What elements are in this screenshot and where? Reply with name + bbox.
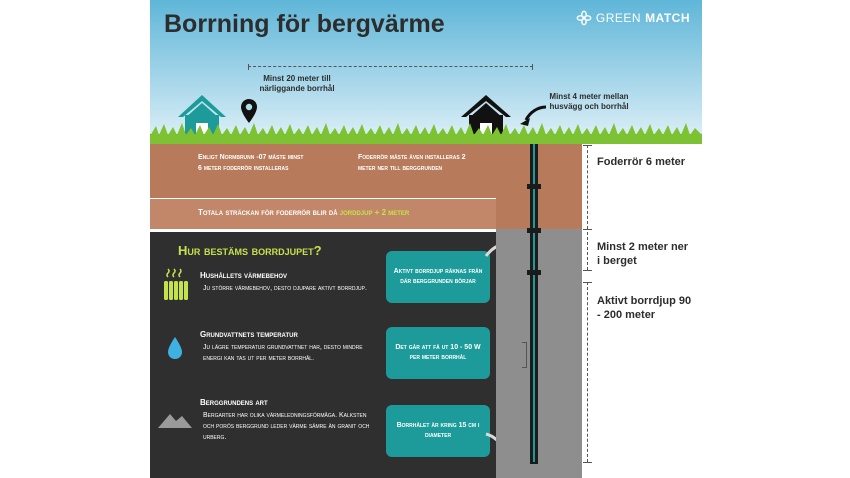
- curved-arrow-icon: [520, 105, 547, 126]
- factor-heating-title: Hushållets värmebehov: [200, 271, 288, 280]
- factor-groundwater-title: Grundvattnets temperatur: [200, 330, 298, 339]
- dimension-tick: [583, 282, 592, 283]
- house-distance-label: Minst 4 meter mellan husvägg och borrhål: [549, 92, 629, 111]
- pipe-clamp: [527, 228, 541, 233]
- grass-strip: [150, 123, 702, 144]
- total-casing-text: Totala sträckan för foderrör blir då jor…: [198, 208, 409, 217]
- bedrock-layer: [496, 229, 582, 478]
- mountain-icon: [158, 414, 192, 428]
- drill-depth-title: Hur bestäms borrdjupet?: [178, 243, 322, 258]
- total-casing-prefix: Totala sträckan för foderrör blir då: [198, 208, 338, 217]
- dimension-tick: [583, 270, 592, 271]
- water-drop-icon: [168, 337, 182, 359]
- callout-hole-diameter: Borrhålet är kring 15 cm i diameter: [386, 405, 490, 457]
- dimension-tick: [583, 229, 592, 230]
- location-pin-icon: [241, 99, 257, 123]
- factor-bedrock-desc: Bergarter har olika värmeledningsförmåga…: [203, 412, 370, 441]
- total-casing-panel: [150, 199, 496, 229]
- bedrock-dimension-line: [587, 232, 588, 270]
- dimension-tick: [583, 145, 592, 146]
- bedrock-depth-label: Minst 2 meter ner i berget: [597, 241, 689, 267]
- greenmatch-logo-icon: [576, 10, 592, 26]
- brand-name-light: GREEN: [595, 11, 642, 25]
- callout-active-depth: Aktivt borrdjup räknas från där berggrun…: [386, 251, 490, 303]
- casing-length-label: Foderrör 6 meter: [597, 156, 686, 168]
- casing-bedrock-text: Foderrör måste även installeras 2 meter …: [358, 154, 466, 172]
- active-depth-dimension-line: [587, 282, 588, 462]
- callout-watt-per-meter: Det går att få ut 10 - 50 W per meter bo…: [386, 327, 490, 379]
- pipe-clamp: [527, 270, 541, 275]
- factor-groundwater-desc: Ju lägre temperatur grundvattnet har, de…: [203, 344, 363, 362]
- brand-name-bold: MATCH: [645, 11, 690, 25]
- casing-minimum-text: Enligt Normbrunn -07 måste minst 6 meter…: [198, 154, 304, 172]
- page-title: Borrning för bergvärme: [164, 10, 445, 38]
- pipe-clamp: [527, 184, 541, 189]
- borehole-cross-section: [496, 144, 582, 478]
- sky: [150, 0, 702, 135]
- radiator-icon: [164, 268, 188, 300]
- casing-dimension-line: [587, 145, 588, 229]
- active-depth-label: Aktivt borrdjup 90 - 200 meter: [597, 295, 692, 321]
- collector-hose: [533, 144, 535, 462]
- factor-heating-desc: Ju större värmebehov, desto djupare akti…: [203, 285, 367, 292]
- total-casing-highlight: jorddjup + 2 meter: [339, 208, 410, 217]
- wattage-bracket: [522, 342, 527, 368]
- factor-bedrock-title: Berggrundens art: [200, 398, 268, 407]
- distance-dimension-line: [248, 64, 533, 70]
- dimension-tick: [583, 462, 592, 463]
- soil-info-panel: [150, 144, 496, 198]
- distance-between-holes-label: Minst 20 meter till närliggande borrhål: [259, 74, 335, 93]
